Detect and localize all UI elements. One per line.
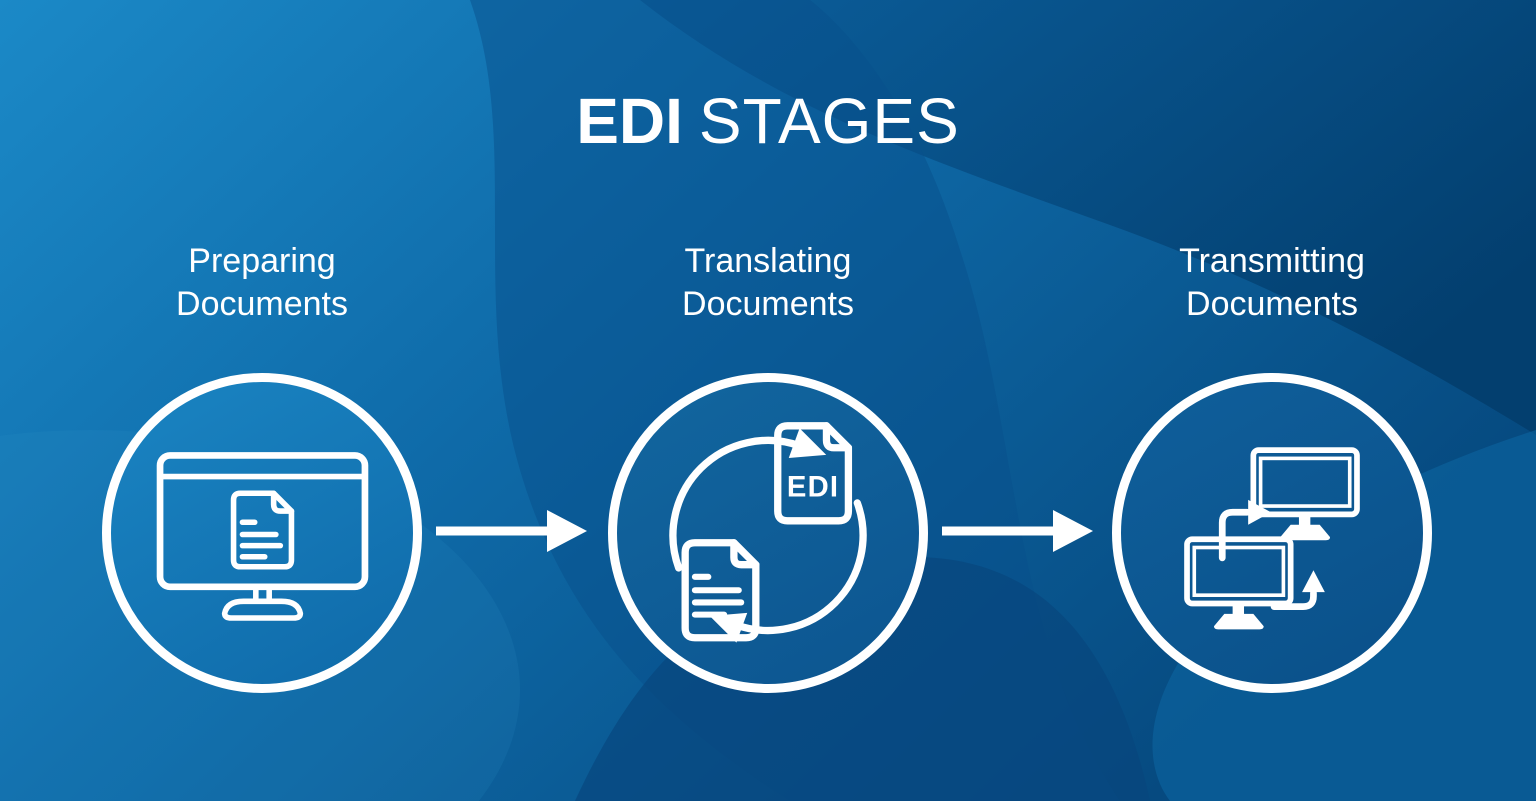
stage-label-line: Documents: [176, 285, 348, 323]
document-icon: [230, 490, 294, 570]
document-conversion-cycle-icon: EDI: [669, 422, 867, 643]
stage-label-line: Preparing: [188, 242, 336, 280]
stage-label-preparing: Preparing Documents: [52, 240, 472, 326]
computers-exchanging-data-icon: [1184, 447, 1360, 630]
stage-label-line: Documents: [1186, 285, 1358, 323]
stage-circle-transmitting: [1112, 373, 1432, 693]
stage-label-line: Translating: [684, 242, 852, 280]
stage-circle-translating: EDI: [608, 373, 928, 693]
arrow-right-up-icon: [1270, 570, 1325, 610]
flow-arrow-1-icon: [436, 510, 587, 552]
edi-document-label: EDI: [787, 471, 839, 503]
arrow-up-right-icon: [1218, 499, 1271, 562]
monitor-bottom-left-icon: [1184, 536, 1294, 630]
flow-arrow-2-icon: [942, 510, 1093, 552]
stage-label-transmitting: Transmitting Documents: [1062, 240, 1482, 326]
stage-circle-preparing: [102, 373, 422, 693]
plain-document-icon: [681, 539, 760, 642]
stage-label-line: Documents: [682, 285, 854, 323]
monitor-top-right-icon: [1250, 447, 1360, 541]
cycle-arrows-icon: [669, 428, 867, 643]
monitor-with-document-icon: [156, 451, 368, 621]
stage-label-translating: Translating Documents: [558, 240, 978, 326]
stage-label-line: Transmitting: [1179, 242, 1365, 280]
title-bold-part: EDI: [576, 85, 683, 157]
title-light-part: STAGES: [698, 85, 960, 157]
edi-document-icon: EDI: [774, 422, 853, 525]
monitor-icon: [156, 451, 368, 621]
